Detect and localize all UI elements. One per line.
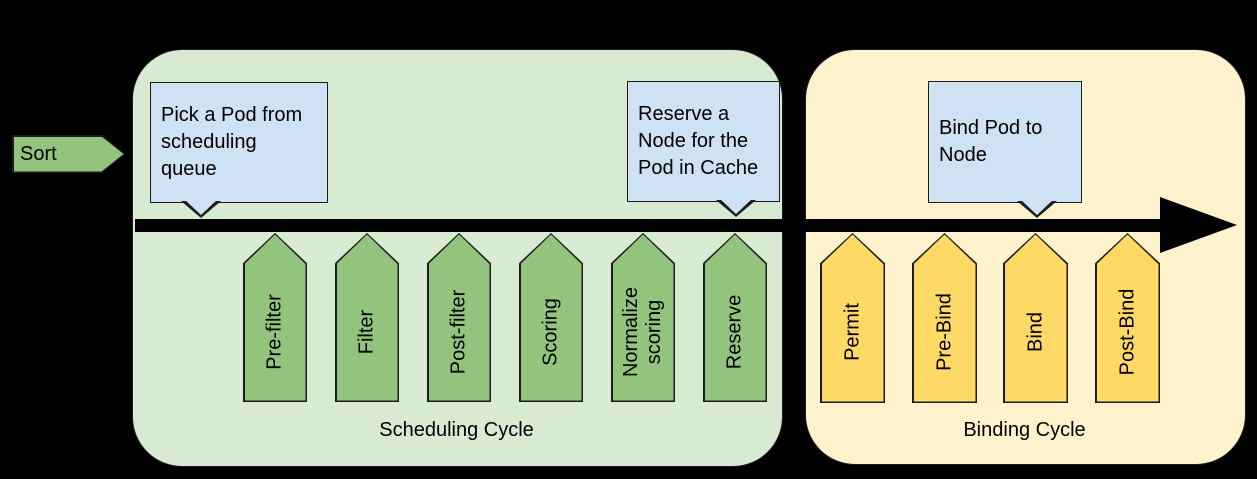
extension-point-bind: Bind <box>1003 233 1068 403</box>
arrow-shape <box>1004 234 1067 402</box>
callout-pick-pod: Pick a Pod from scheduling queue <box>150 82 328 218</box>
extension-point-label: Pre-Bind <box>933 293 955 371</box>
callout-line: scheduling <box>161 131 257 153</box>
callout-line: Node for the <box>638 130 749 152</box>
extension-point-scoring: Scoring <box>519 233 583 402</box>
sort-label: Sort <box>20 142 57 165</box>
extension-point-label: Permit <box>841 303 863 361</box>
arrow-shape <box>244 234 306 401</box>
extension-point-label: Post-filter <box>447 289 470 375</box>
callout-tail <box>716 198 756 217</box>
arrow-shape <box>704 234 766 401</box>
extension-point-label: Filter <box>355 309 378 355</box>
callout-line: queue <box>161 158 217 180</box>
arrow-shape <box>336 234 398 401</box>
callout-line: Pick a Pod from <box>161 104 303 126</box>
extension-point-label: Reserve <box>723 294 746 370</box>
extension-point-label: Post-Bind <box>1116 288 1138 376</box>
extension-point-permit: Permit <box>820 233 885 403</box>
timeline-arrowhead-icon <box>1160 197 1237 253</box>
callout-text: Bind Pod to Node <box>929 82 1081 202</box>
callout-text: Pick a Pod from scheduling queue <box>151 83 327 202</box>
callout-line: Bind Pod to <box>939 117 1043 139</box>
sort-arrow-shape <box>13 136 124 172</box>
arrow-shape <box>428 234 490 401</box>
extension-point-pre-bind: Pre-Bind <box>912 233 977 403</box>
scheduling-cycle-title: Scheduling Cycle <box>379 419 534 441</box>
arrow-shape <box>821 234 884 402</box>
extension-point-filter: Filter <box>335 233 399 402</box>
binding-cycle-title: Binding Cycle <box>963 419 1086 441</box>
extension-point-label: Bind <box>1024 311 1046 353</box>
callout-text: Reserve a Node for the Pod in Cache <box>628 82 779 201</box>
arrow-shape <box>913 234 976 402</box>
extension-point-post-filter: Post-filter <box>427 233 491 402</box>
arrow-shape <box>1096 234 1159 402</box>
callout-bind-pod: Bind Pod to Node <box>928 81 1082 218</box>
callout-line: Reserve a <box>638 103 730 125</box>
callout-tail <box>181 199 221 218</box>
callout-reserve-node: Reserve a Node for the Pod in Cache <box>627 81 780 217</box>
callout-line: Node <box>939 144 987 166</box>
arrow-shape <box>520 234 582 401</box>
extension-point-reserve: Reserve <box>703 233 767 402</box>
extension-point-label: Scoring <box>539 298 562 366</box>
extension-point-label: Pre-filter <box>263 294 286 370</box>
extension-point-post-bind: Post-Bind <box>1095 233 1160 403</box>
callout-line: Pod in Cache <box>638 157 759 179</box>
callout-tail <box>1017 199 1057 218</box>
extension-point-label: Normalize scoring <box>620 286 665 378</box>
arrow-shape <box>612 234 674 401</box>
sort-arrow: Sort <box>12 135 125 173</box>
extension-point-pre-filter: Pre-filter <box>243 233 307 402</box>
extension-point-normalize-scoring: Normalize scoring <box>611 233 675 402</box>
timeline-arrow-shaft <box>135 219 1160 232</box>
